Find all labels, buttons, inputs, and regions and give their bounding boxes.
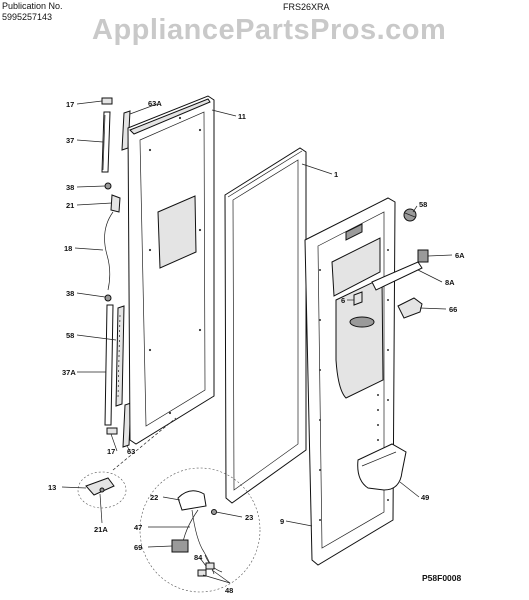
door-inner-window [157,195,197,269]
callout-labels: 17 63A 11 37 1 38 21 58 6A 18 8A 38 6 66… [48,99,465,595]
callout-66: 66 [449,305,457,314]
part-37A-strip [104,304,114,426]
wire-harness-cluster [139,467,261,593]
callout-63: 63 [127,447,135,456]
callout-37A: 37A [62,368,76,377]
callout-38: 38 [66,183,74,192]
callout-58-left: 58 [66,331,74,340]
callout-8A: 8A [445,278,455,287]
callout-69: 69 [134,543,142,552]
callout-21: 21 [66,201,74,210]
part-6A-clip [417,249,429,263]
callout-23: 23 [245,513,253,522]
part-49-drip-tray [357,443,407,491]
door-liner [304,197,396,566]
callout-6A: 6A [455,251,465,260]
leader-lines [61,100,453,584]
model-number: FRS26XRA [283,2,330,12]
ice-chute-recess [331,237,381,297]
callout-37: 37 [66,136,74,145]
part-69-plug [171,539,189,553]
publication-number: 5995257143 [2,12,53,22]
dispenser-cavity [335,277,384,399]
callout-38-lower: 38 [66,289,74,298]
part-21-hinge [110,194,121,213]
part-38-screw-top [104,182,112,190]
publication-label: Publication No. [2,1,63,11]
part-13-hinge [85,477,115,496]
hinge-strip-parts [101,97,132,448]
callout-47: 47 [134,523,142,532]
callout-18: 18 [64,244,72,253]
callout-21A: 21A [94,525,108,534]
callout-63A: 63A [148,99,162,108]
callout-48: 48 [225,586,233,595]
callout-6: 6 [341,296,345,305]
right-small-parts [353,208,429,491]
figure-id: P58F0008 [422,573,461,583]
callout-58: 58 [419,200,427,209]
callout-1: 1 [334,170,338,179]
part-22-connector [177,490,207,511]
part-37-strip [101,111,111,173]
callout-11: 11 [238,112,246,121]
callout-22: 22 [150,493,158,502]
part-58-strip [115,305,125,407]
part-6-switch [353,291,363,306]
callout-49: 49 [421,493,429,502]
callout-9: 9 [280,517,284,526]
callout-17-lower: 17 [107,447,115,456]
part-17-bottom [106,427,118,435]
dispenser-outlet [349,316,375,328]
part-66-actuator [397,297,423,319]
door-gasket [224,147,307,504]
callout-17: 17 [66,100,74,109]
bottom-hinge [77,417,177,509]
watermark: AppliancePartsPros.com [92,14,447,46]
part-8A-lever [371,261,423,291]
door-outer-panel [127,95,215,445]
part-38-screw-bottom [104,294,112,302]
callout-13: 13 [48,483,56,492]
callout-84: 84 [194,553,203,562]
part-17-top [101,97,113,105]
part-63-trim [122,402,132,448]
part-18-cable [104,211,114,291]
